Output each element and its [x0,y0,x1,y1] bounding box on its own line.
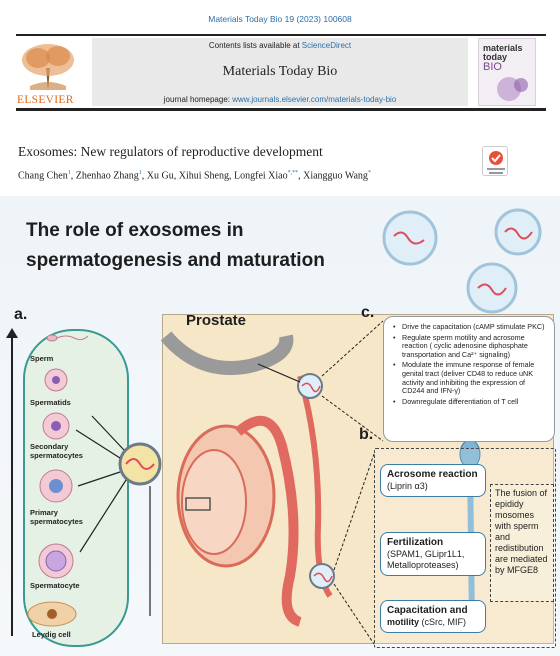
exosome-center [118,442,162,486]
exosome-prostate [297,373,323,399]
fertilization-title: Fertilization [387,537,444,548]
dashed-link-c-bottom [321,395,384,442]
author-name[interactable]: Xihui Sheng [178,170,229,182]
label-primary-spermatocytes: Primary spermatocytes [30,508,83,526]
graphical-abstract: The role of exosomes in spermatogenesis … [0,196,560,656]
fusion-note: The fusion of epididy mosomes with sperm… [490,484,554,602]
sciencedirect-link[interactable]: ScienceDirect [301,41,352,50]
exosome-medium [494,208,542,256]
author-name[interactable]: Xiangguo Wang [303,170,368,182]
panel-a-label: a. [14,306,28,323]
cover-line-3: BIO [483,61,502,73]
label-spermatocyte: Spermatocyte [30,581,80,590]
author-affiliation-mark[interactable]: 1 [67,170,71,176]
figure-title: The role of exosomes in spermatogenesis … [26,216,346,276]
check-for-updates-icon [487,151,505,174]
author-name[interactable]: Longfei Xiao [234,170,288,182]
homepage-link[interactable]: www.journals.elsevier.com/materials-toda… [232,95,397,104]
cover-art [497,77,528,101]
journal-cover[interactable]: materials today BIO [478,38,536,106]
figure-title-line-1: The role of exosomes in [26,220,244,241]
vas-deferens [297,375,333,598]
dashed-link-b-bottom [333,583,375,645]
header-top-rule [16,34,546,36]
fertilization-detail: (SPAM1, GLipr1L1, Metalloproteases) [387,549,465,570]
prostate-duct [160,331,294,375]
label-sperm: Sperm [30,354,54,363]
capacitation-title-2: motility [387,617,420,627]
label-leydig-cell: Leydig cell [32,630,71,639]
function-item: Regulate sperm motility and acrosome rea… [392,333,548,360]
check-for-updates-button[interactable] [482,146,508,176]
cover-line-2: today [483,52,508,62]
acrosome-reaction-box: Acrosome reaction (Liprin α3) [380,464,486,497]
capacitation-detail: motility (cSrc, MIF) [387,617,479,628]
label-secondary-spermatocytes: Secondary spermatocytes [30,442,83,460]
homepage-line: journal homepage: www.journals.elsevier.… [163,95,397,104]
header-bottom-rule [16,108,546,111]
author-name[interactable]: Chang Chen [18,170,68,182]
author-name[interactable]: Xu Gu [146,170,174,182]
leydig-cell [27,601,77,627]
exosome-small [466,262,518,314]
sperm-cell [46,334,89,342]
article-title: Exosomes: New regulators of reproductive… [18,144,323,159]
author-list: Chang Chen1, Zhenhao Zhang1, Xu Gu, Xihu… [18,170,371,182]
journal-header-box: Contents lists available at ScienceDirec… [92,38,468,106]
contents-line: Contents lists available at ScienceDirec… [208,41,352,50]
dashed-link-c-top [321,320,384,377]
panel-b-label: b. [359,426,374,443]
background-exosomes [382,208,542,314]
function-item: Downregulate differentiation of T cell [392,397,548,407]
author-affiliation-mark[interactable]: 1 [138,170,142,176]
primary-spermatocyte-cell [39,469,73,503]
acrosome-reaction-detail: (Liprin α3) [387,481,428,491]
development-arrow [6,328,18,636]
epididymis [234,415,303,627]
capacitation-box: Capacitation and motility (cSrc, MIF) [380,600,486,633]
prostate-label: Prostate [186,312,247,329]
dashed-link-b-top [333,453,375,571]
spermatocyte-cell [38,543,74,579]
journal-reference[interactable]: Materials Today Bio 19 (2023) 100608 [208,14,352,24]
exosome-large [382,210,438,266]
capacitation-molecules: (cSrc, MIF) [419,617,467,627]
panel-a-cells [27,334,162,627]
arrow-prostate [257,363,301,383]
panel-c-functions: Drive the capacitation (cAMP stimulate P… [383,316,555,442]
elsevier-tree-logo [16,38,80,106]
exosome-epididymis [309,563,335,589]
author-affiliation-mark[interactable]: *,** [287,170,299,176]
cover-line-1: materials [483,43,523,53]
function-item: Modulate the immune response of female g… [392,361,548,395]
acrosome-reaction-title: Acrosome reaction [387,469,478,480]
journal-title: Materials Today Bio [222,64,338,79]
capacitation-title: Capacitation and [387,605,468,616]
author-affiliation-mark[interactable]: * [367,170,371,176]
spermatid-cell [44,368,68,392]
author-name[interactable]: Zhenhao Zhang [75,170,139,182]
elsevier-wordmark: ELSEVIER [17,94,74,106]
secondary-spermatocyte-cell [42,412,70,440]
panel-c-label: c. [361,304,375,321]
label-spermatids: Spermatids [30,398,71,407]
exosome-arrows [75,415,151,616]
fertilization-box: Fertilization (SPAM1, GLipr1L1, Metallop… [380,532,486,576]
function-item: Drive the capacitation (cAMP stimulate P… [392,322,548,332]
testis [176,424,276,568]
figure-title-line-2: spermatogenesis and maturation [26,250,325,271]
